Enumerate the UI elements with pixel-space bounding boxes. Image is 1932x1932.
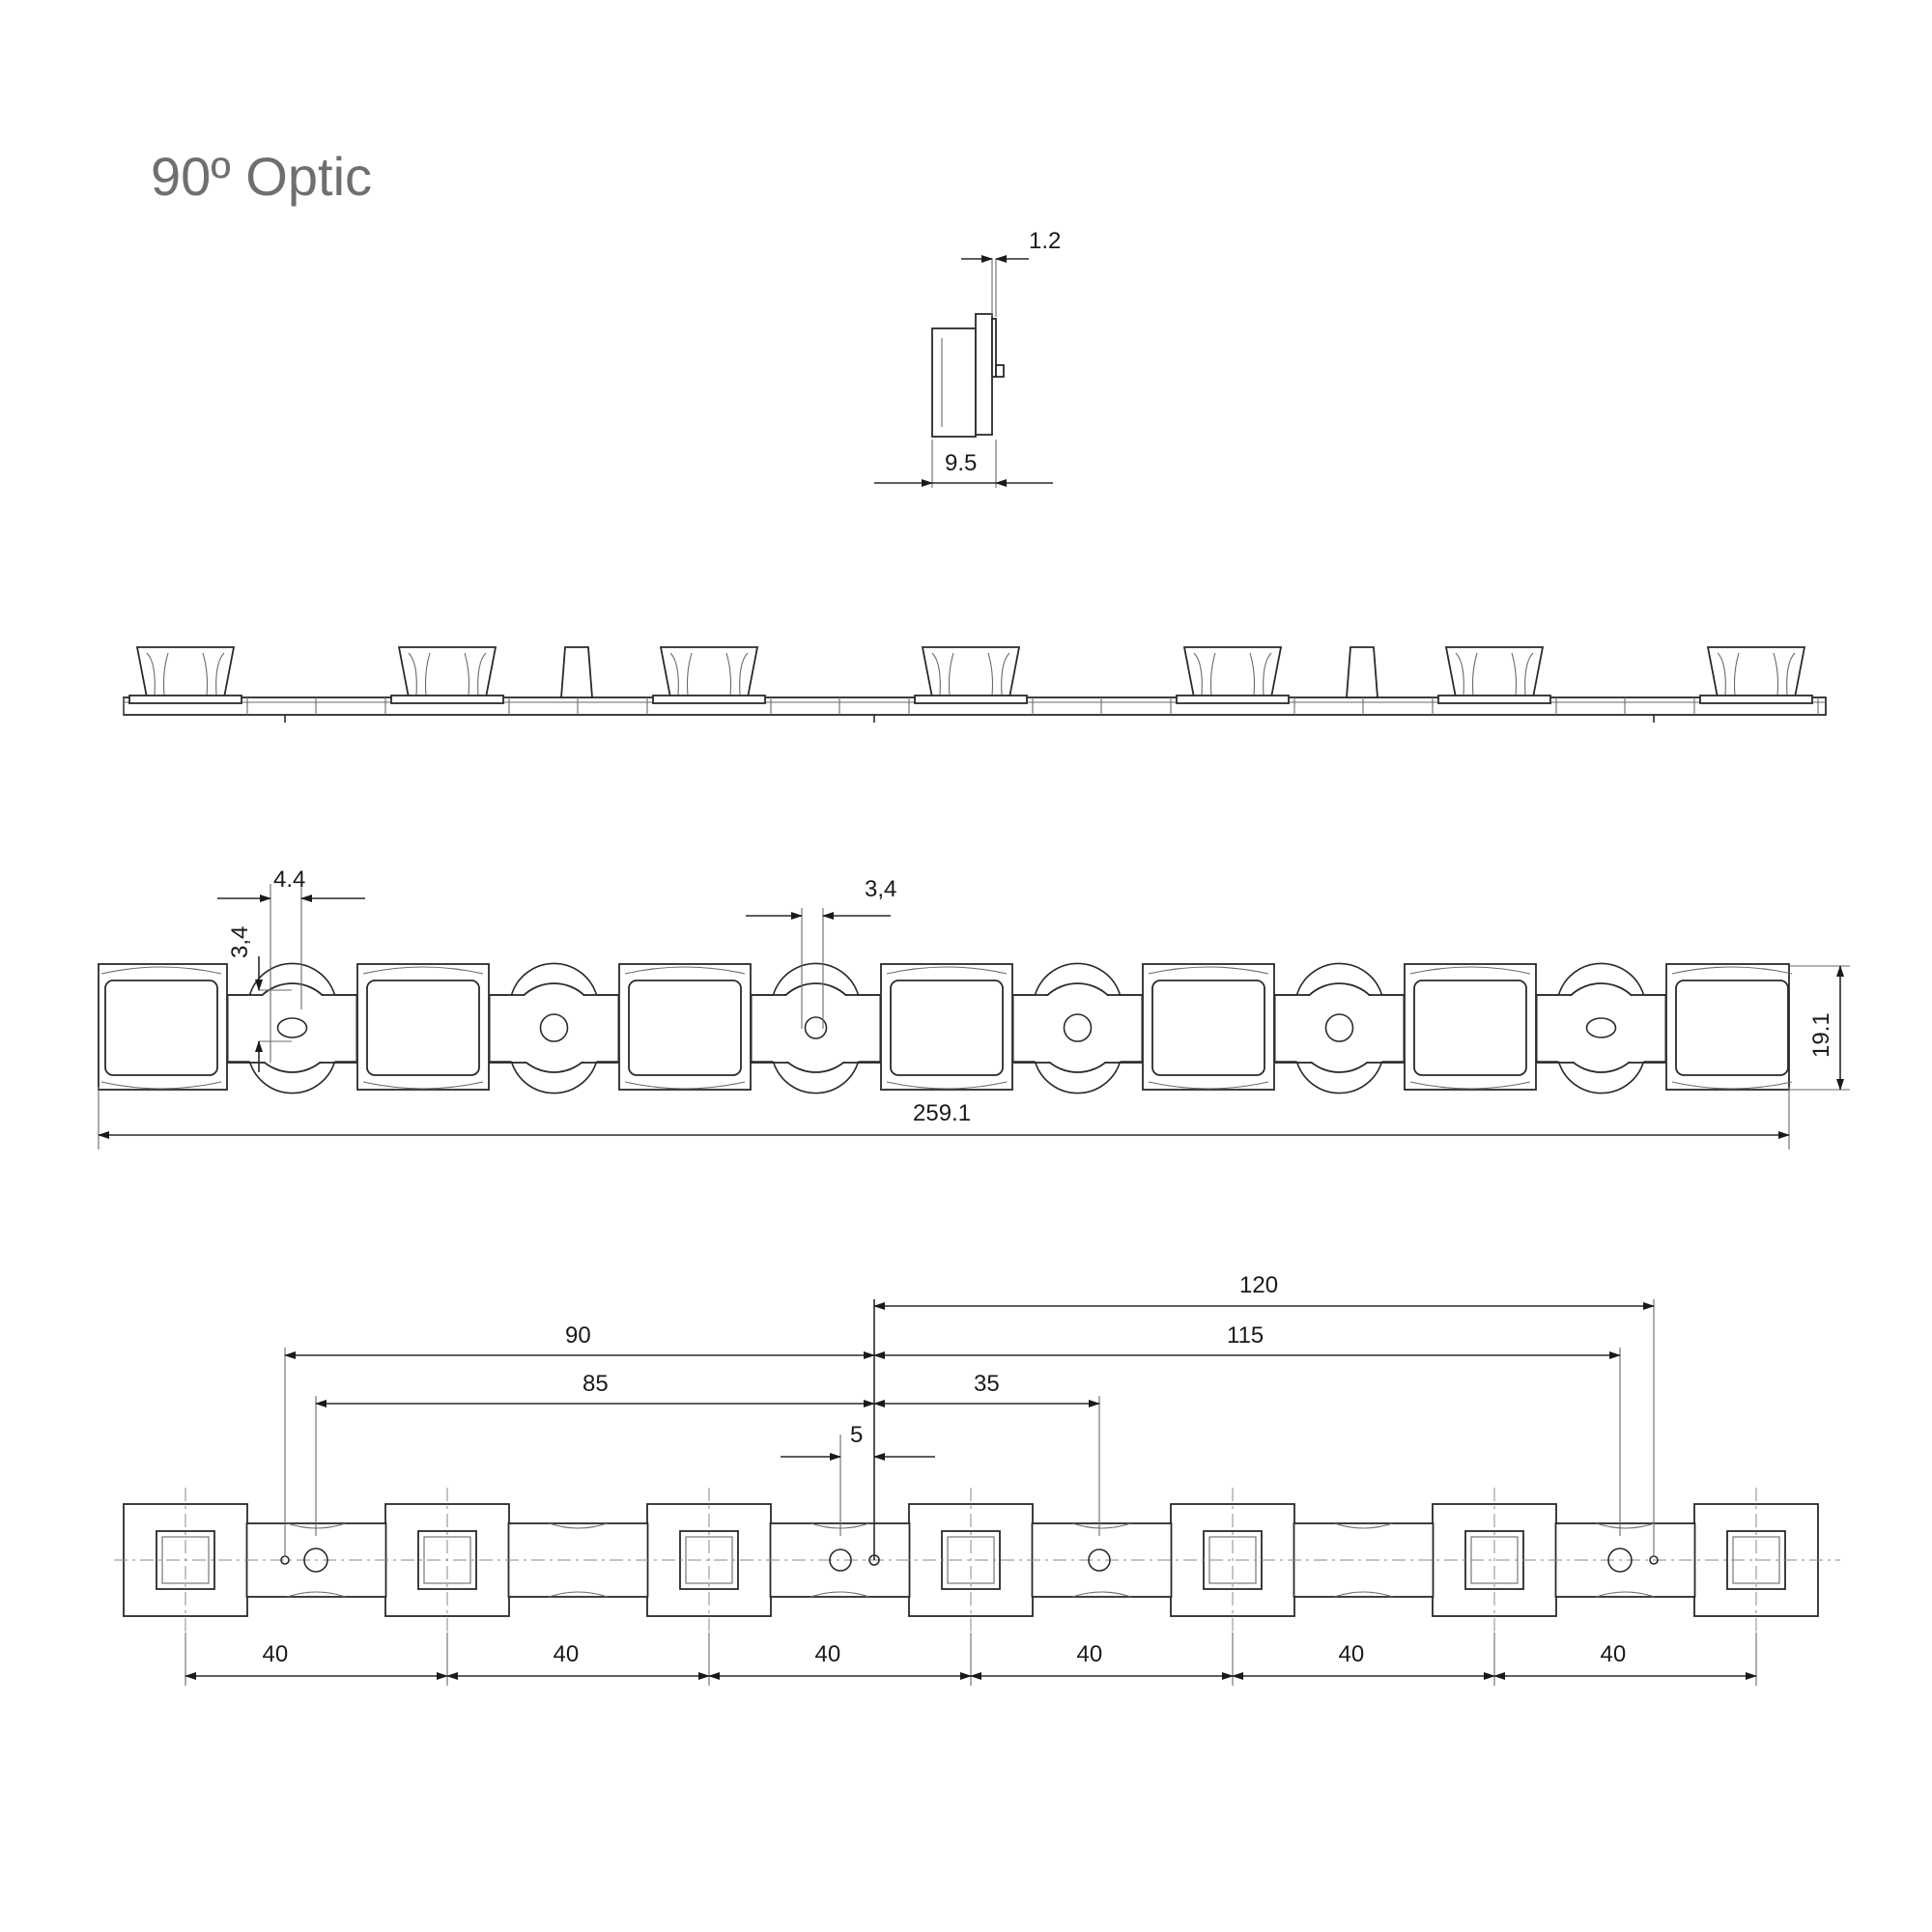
pitch-label: 40 [263,1641,289,1667]
bottom-view [114,1488,1840,1633]
top-lens-window [890,980,1004,1076]
dim-35-label: 35 [974,1371,1000,1397]
slot-hole [276,1017,308,1038]
profile-view [123,646,1827,723]
dim-85-label: 85 [582,1371,609,1397]
dim-slot-height-label: 3,4 [227,926,253,958]
dim-length-label: 259.1 [913,1100,971,1126]
dim-115-label: 115 [1227,1322,1264,1349]
top-lens-window [104,980,218,1076]
dim-5-label: 5 [850,1422,863,1448]
dim-90-label: 90 [565,1322,591,1349]
top-lens-window [1675,980,1789,1076]
mount-hole [804,1016,828,1039]
profile-lens [123,646,248,715]
pitch-label: 40 [554,1641,580,1667]
profile-lens [1693,646,1819,715]
profile-peg [1346,646,1378,698]
profile-lens [646,646,772,715]
mount-hole [1324,1013,1354,1042]
bottom-view-dimensions: 120 115 90 85 35 5 40 40 40 40 40 40 [185,1272,1757,1686]
side-flange [975,313,993,436]
dim-120-label: 120 [1239,1272,1278,1298]
top-view-dimensions: 4.4 3,4 3,4 19.1 259.1 [98,867,1850,1150]
dim-thickness-label: 1.2 [1029,228,1061,254]
bottom-hole [1088,1548,1111,1572]
profile-peg [560,646,593,698]
slot-hole [1585,1017,1617,1038]
bottom-pin [1649,1555,1659,1565]
side-body [931,327,977,438]
top-bridge [751,962,881,1094]
pitch-label: 40 [1077,1641,1103,1667]
mount-hole [1063,1013,1093,1042]
top-lens-window [628,980,742,1076]
profile-lens [1170,646,1295,715]
page-title: 90º Optic [151,146,373,207]
profile-lens [1432,646,1557,715]
dim-hole-label: 3,4 [865,876,896,902]
top-lens-window [366,980,480,1076]
top-bridge [489,962,619,1094]
bottom-hole [303,1548,328,1573]
bottom-hole [829,1548,852,1572]
bottom-hole [1607,1548,1633,1573]
top-bridge [227,962,357,1094]
top-lens-window [1413,980,1527,1076]
pitch-label: 40 [815,1641,841,1667]
top-bridge [1274,962,1405,1094]
mount-hole [539,1013,569,1042]
dim-depth-label: 9.5 [945,450,977,476]
top-lens-window [1151,980,1265,1076]
top-bridge [1536,962,1666,1094]
top-bridge [1012,962,1143,1094]
dim-height-label: 19.1 [1808,1012,1834,1058]
pitch-label: 40 [1601,1641,1627,1667]
profile-lens [384,646,510,715]
top-view [98,962,1793,1094]
profile-lens [908,646,1034,715]
pitch-label: 40 [1339,1641,1365,1667]
dim-slot-width-label: 4.4 [273,867,305,893]
side-view: 1.2 9.5 [874,228,1061,488]
